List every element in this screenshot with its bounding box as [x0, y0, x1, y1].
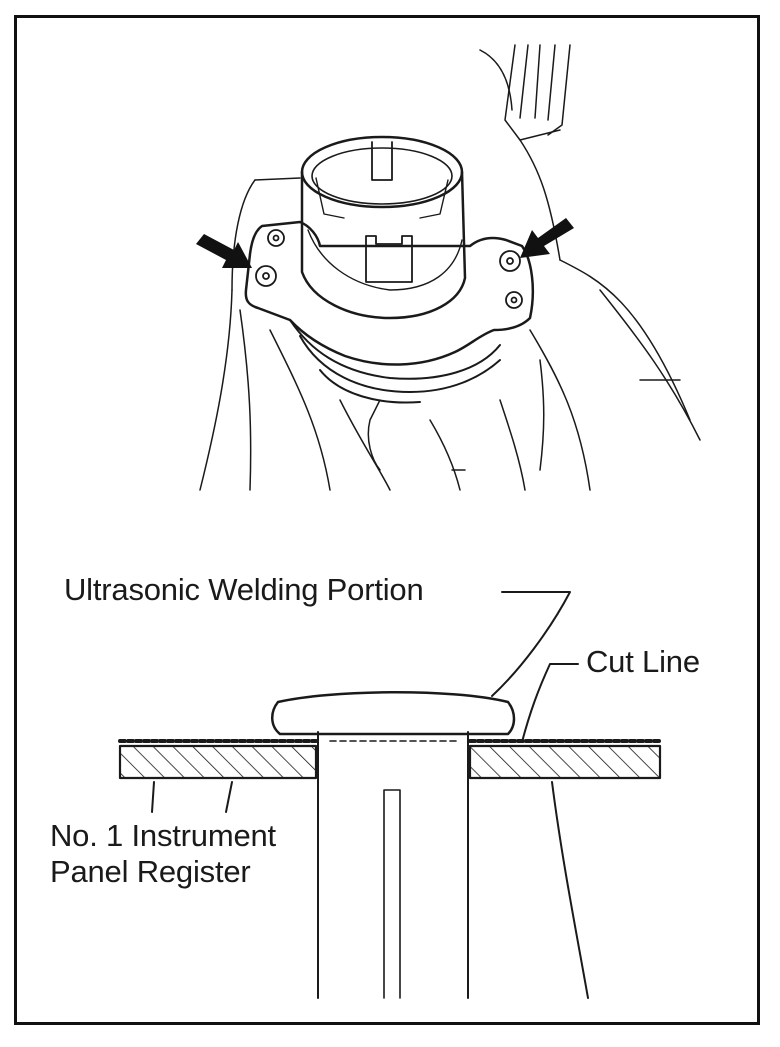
leader-panel-left: [151, 781, 155, 813]
cross-section-drawing: [118, 591, 662, 999]
leader-panel-mid: [225, 781, 233, 813]
cut-line-label: Cut Line: [586, 644, 700, 679]
leader-welding: [491, 591, 571, 697]
right-arrow-icon: [520, 218, 574, 258]
panel-register-label-line1: No. 1 Instrument: [50, 818, 276, 853]
screw: [505, 291, 523, 309]
ultrasonic-welding-portion-label: Ultrasonic Welding Portion: [64, 572, 424, 607]
leader-cut-line: [521, 663, 579, 743]
screw: [499, 250, 521, 272]
mounting-flange: [244, 220, 535, 366]
screw: [267, 229, 285, 247]
screw: [255, 265, 277, 287]
panel-slab-left: [118, 744, 318, 780]
figure-frame: [14, 15, 760, 1025]
panel-slab-right: [468, 744, 662, 780]
panel-register-label-line2: Panel Register: [50, 854, 251, 889]
dashboard-background-lines: [199, 44, 701, 491]
left-arrow-icon: [196, 234, 252, 268]
welded-head: [271, 691, 516, 736]
register-perspective-drawing: [199, 44, 701, 491]
panel-register-label: No. 1 Instrument Panel Register: [50, 818, 276, 890]
leader-panel-right: [551, 781, 589, 999]
